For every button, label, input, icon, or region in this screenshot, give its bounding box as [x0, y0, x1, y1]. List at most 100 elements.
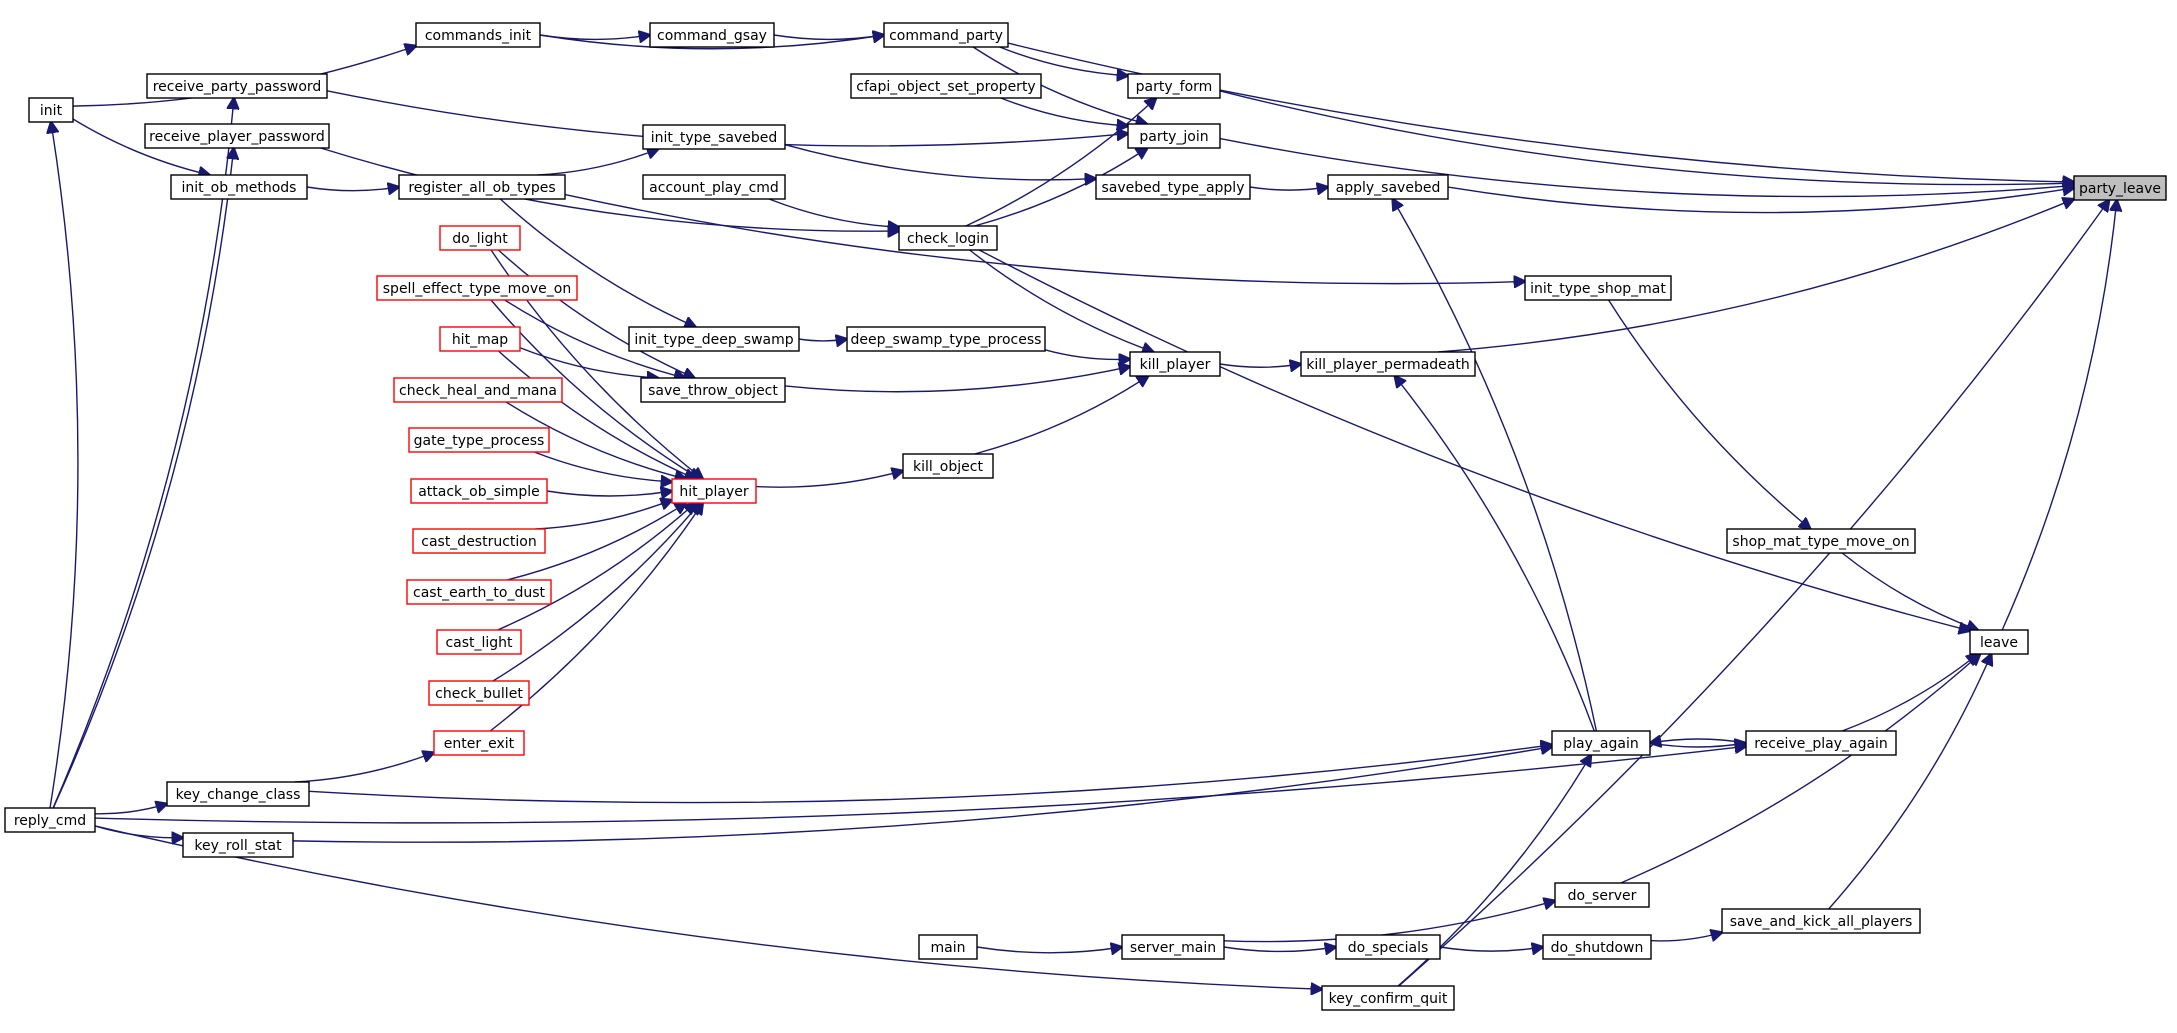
node-label: key_change_class	[176, 787, 301, 803]
edge-check_heal_and_mana-to-hit_player	[505, 401, 686, 479]
node-init[interactable]: init	[28, 97, 74, 123]
node-box	[918, 934, 978, 960]
node-check-login[interactable]: check_login	[898, 225, 998, 251]
edge-leave-to-party_leave	[2001, 200, 2117, 631]
node-receive-party-password[interactable]: receive_party_password	[146, 73, 328, 99]
node-attack-ob-simple[interactable]: attack_ob_simple	[410, 478, 548, 504]
edges-layer	[50, 35, 2117, 989]
edge-main-to-server_main	[976, 947, 1122, 953]
node-enter-exit[interactable]: enter_exit	[433, 730, 525, 756]
node-init-type-savebed[interactable]: init_type_savebed	[642, 124, 786, 150]
edge-cast_destruction-to-hit_player	[535, 500, 672, 530]
node-label: deep_swamp_type_process	[851, 332, 1042, 348]
node-commands-init[interactable]: commands_init	[415, 22, 541, 48]
node-box	[642, 124, 786, 150]
node-init-ob-methods[interactable]: init_ob_methods	[170, 174, 308, 200]
node-account-play-cmd[interactable]: account_play_cmd	[642, 174, 786, 200]
edge-kill_object-to-kill_player	[974, 376, 1149, 455]
edge-init-to-init_ob_methods	[72, 118, 210, 175]
node-box	[1969, 629, 2029, 655]
node-box	[846, 326, 1046, 352]
node-box	[408, 427, 550, 453]
node-cast-destruction[interactable]: cast_destruction	[412, 528, 546, 554]
node-box	[1554, 882, 1650, 908]
node-label: do_light	[452, 231, 508, 247]
node-apply-savebed[interactable]: apply_savebed	[1327, 174, 1449, 200]
node-cfapi-object-set-property[interactable]: cfapi_object_set_property	[850, 73, 1042, 99]
node-label: init	[40, 103, 63, 119]
node-label: save_throw_object	[648, 383, 778, 399]
node-label: gate_type_process	[414, 433, 545, 449]
node-label: play_again	[1563, 736, 1638, 752]
node-command-party[interactable]: command_party	[883, 22, 1009, 48]
node-cast-light[interactable]: cast_light	[436, 629, 522, 655]
edge-command_party-to-party_form	[999, 46, 1128, 76]
node-command-gsay[interactable]: command_gsay	[649, 22, 775, 48]
node-do-shutdown[interactable]: do_shutdown	[1542, 934, 1652, 960]
node-kill-object[interactable]: kill_object	[902, 453, 994, 479]
node-box	[1327, 174, 1449, 200]
node-shop-mat-type-move-on[interactable]: shop_mat_type_move_on	[1726, 528, 1916, 554]
node-check-heal-and-mana[interactable]: check_heal_and_mana	[393, 377, 563, 403]
node-key-roll-stat[interactable]: key_roll_stat	[182, 832, 294, 858]
node-main[interactable]: main	[918, 934, 978, 960]
node-kill-player[interactable]: kill_player	[1129, 351, 1221, 377]
edge-cast_light-to-hit_player	[497, 503, 696, 631]
node-do-specials[interactable]: do_specials	[1335, 934, 1441, 960]
edge-receive_player_password-to-check_login	[320, 147, 899, 231]
node-server-main[interactable]: server_main	[1121, 934, 1225, 960]
edge-receive_play_again-to-play_again	[1650, 739, 1747, 743]
node-hit-player[interactable]: hit_player	[671, 478, 757, 504]
node-deep-swamp-type-process[interactable]: deep_swamp_type_process	[846, 326, 1046, 352]
node-box	[649, 22, 775, 48]
edge-receive_play_again-to-leave	[1841, 654, 1978, 732]
edge-key_change_class-to-enter_exit	[294, 753, 434, 783]
edge-kill_player_permadeath-to-party_leave	[1437, 199, 2074, 353]
node-do-light[interactable]: do_light	[439, 225, 521, 251]
node-cast-earth-to-dust[interactable]: cast_earth_to_dust	[406, 579, 552, 605]
node-box	[406, 579, 552, 605]
node-party-join[interactable]: party_join	[1127, 123, 1221, 149]
node-play-again[interactable]: play_again	[1551, 730, 1651, 756]
node-box	[1127, 123, 1221, 149]
edge-key_change_class-to-play_again	[308, 745, 1552, 804]
node-label: hit_player	[679, 484, 749, 500]
node-party-leave[interactable]: party_leave	[2073, 175, 2167, 201]
node-save-throw-object[interactable]: save_throw_object	[640, 377, 786, 403]
node-label: spell_effect_type_move_on	[383, 281, 571, 297]
node-init-type-shop-mat[interactable]: init_type_shop_mat	[1524, 275, 1672, 301]
node-label: server_main	[1130, 940, 1216, 956]
node-spell-effect-type-move-on[interactable]: spell_effect_type_move_on	[376, 275, 578, 301]
node-party-form[interactable]: party_form	[1127, 73, 1221, 99]
node-box	[1127, 73, 1221, 99]
node-register-all-ob-types[interactable]: register_all_ob_types	[398, 174, 566, 200]
edge-server_main-to-do_specials	[1223, 947, 1336, 951]
node-key-change-class[interactable]: key_change_class	[166, 781, 310, 807]
node-receive-play-again[interactable]: receive_play_again	[1745, 730, 1897, 756]
edge-cfapi_object_set_property-to-party_join	[1000, 97, 1128, 126]
node-box	[412, 528, 546, 554]
node-box	[436, 629, 522, 655]
edge-do_light-to-save_throw_object	[497, 249, 694, 378]
edge-command_party-to-party_join	[972, 46, 1147, 124]
node-reply-cmd[interactable]: reply_cmd	[4, 807, 96, 833]
edge-check_login-to-kill_player	[969, 249, 1154, 352]
edge-deep_swamp_type_process-to-kill_player	[1044, 349, 1130, 360]
node-leave[interactable]: leave	[1969, 629, 2029, 655]
node-box	[628, 326, 800, 352]
node-init-type-deep-swamp[interactable]: init_type_deep_swamp	[628, 326, 800, 352]
node-box	[376, 275, 578, 301]
node-kill-player-permadeath[interactable]: kill_player_permadeath	[1300, 351, 1476, 377]
node-label: main	[931, 940, 966, 956]
node-receive-player-password[interactable]: receive_player_password	[144, 123, 330, 149]
node-do-server[interactable]: do_server	[1554, 882, 1650, 908]
node-gate-type-process[interactable]: gate_type_process	[408, 427, 550, 453]
node-check-bullet[interactable]: check_bullet	[428, 680, 530, 706]
edge-check_login-to-leave	[978, 249, 1970, 631]
edge-reply_cmd-to-receive_play_again	[94, 746, 1746, 824]
node-label: save_and_kick_all_players	[1730, 914, 1913, 930]
node-savebed-type-apply[interactable]: savebed_type_apply	[1095, 174, 1251, 200]
node-hit-map[interactable]: hit_map	[439, 326, 521, 352]
node-key-confirm-quit[interactable]: key_confirm_quit	[1321, 985, 1455, 1011]
node-save-and-kick-all-players[interactable]: save_and_kick_all_players	[1721, 908, 1921, 934]
